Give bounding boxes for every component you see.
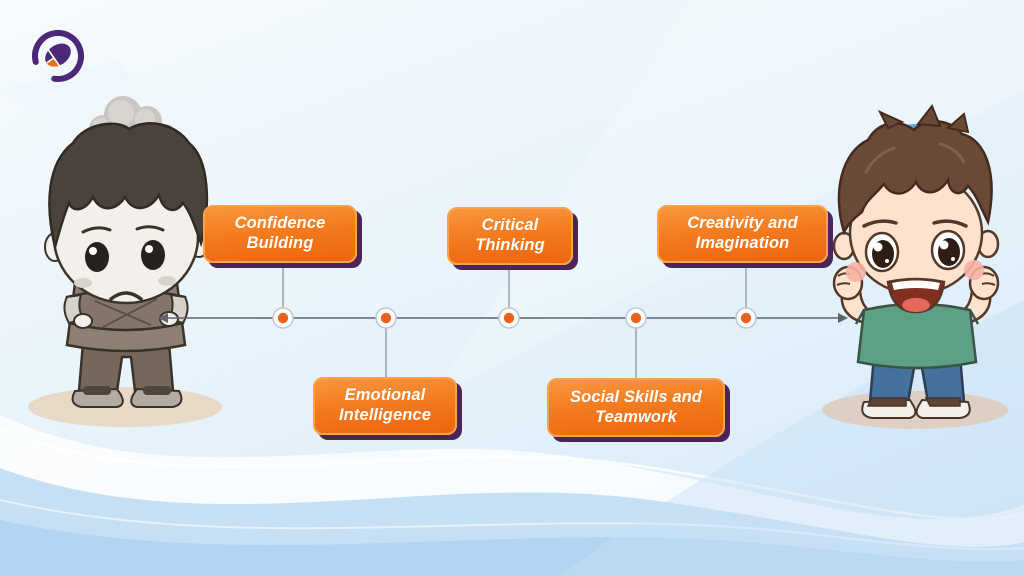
right-arrowhead-icon [838, 313, 848, 323]
label-text: Critical Thinking [475, 216, 545, 254]
timeline-node [625, 307, 647, 329]
happy-boy-illustration [822, 104, 1008, 429]
label-box-confidence-building: Confidence Building [203, 205, 357, 263]
timeline-node [375, 307, 397, 329]
timeline-node [272, 307, 294, 329]
label-text: Emotional Intelligence [339, 386, 431, 424]
left-arrowhead-icon [158, 313, 168, 323]
timeline-node [498, 307, 520, 329]
sad-boy-illustration [28, 96, 222, 427]
frown-mouth [109, 291, 143, 301]
hair [48, 122, 209, 252]
timeline-node [735, 307, 757, 329]
label-text: Creativity and Imagination [687, 214, 798, 252]
label-text: Social Skills and Teamwork [570, 387, 702, 426]
label-box-social-skills-teamwork: Social Skills and Teamwork [547, 378, 725, 437]
label-box-critical-thinking: Critical Thinking [447, 207, 573, 265]
mouse-icon [45, 43, 71, 67]
label-box-emotional-intelligence: Emotional Intelligence [313, 377, 457, 435]
label-box-creativity-imagination: Creativity and Imagination [657, 205, 828, 263]
brand-logo [31, 30, 84, 82]
label-text: Confidence Building [234, 214, 326, 252]
